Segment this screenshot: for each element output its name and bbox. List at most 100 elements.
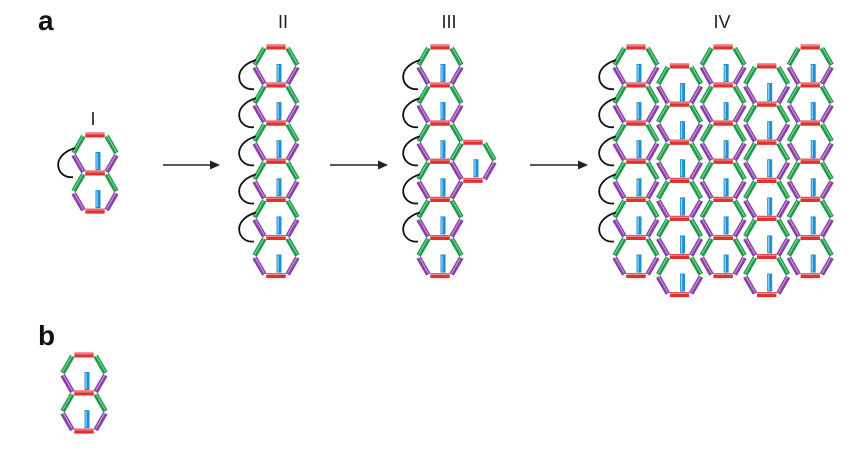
purple-edge xyxy=(60,411,75,432)
linker-loop xyxy=(402,173,421,205)
purple-edge xyxy=(252,142,267,162)
purple-edge xyxy=(252,256,267,276)
edge-highlight xyxy=(788,218,800,236)
green-edge xyxy=(252,84,267,105)
stage-label-i: I xyxy=(90,109,95,129)
green-edge xyxy=(645,46,660,67)
purple-edge xyxy=(819,142,834,162)
green-edge xyxy=(645,237,660,257)
hexagon-unit xyxy=(786,234,834,279)
green-edge xyxy=(449,123,464,143)
edge-highlight xyxy=(73,134,84,152)
edge-highlight xyxy=(690,179,702,198)
edge-highlight xyxy=(701,141,712,160)
purple-edge xyxy=(104,153,119,174)
edge-highlight xyxy=(701,256,712,274)
edge-highlight xyxy=(734,179,745,198)
purple-edge xyxy=(285,218,300,238)
green-edge xyxy=(732,199,747,219)
edge-highlight xyxy=(777,103,789,122)
edge-highlight xyxy=(451,237,462,255)
green-edge xyxy=(786,123,801,143)
green-edge xyxy=(449,142,464,162)
edge-highlight xyxy=(744,256,756,274)
green-edge xyxy=(743,103,758,124)
linker-loop xyxy=(598,97,617,129)
edge-highlight xyxy=(734,237,745,255)
assembly-stage-iii xyxy=(402,44,497,279)
hexagon-unit xyxy=(786,120,834,164)
green-edge xyxy=(776,65,791,86)
edge-highlight xyxy=(744,84,756,103)
linker-loop xyxy=(598,135,617,167)
purple-edge xyxy=(689,84,704,105)
edge-highlight xyxy=(657,237,669,255)
green-edge xyxy=(786,46,801,67)
purple-edge xyxy=(449,65,464,86)
hexagon-unit xyxy=(699,82,747,126)
edge-highlight xyxy=(62,373,73,392)
hexagon-unit xyxy=(252,158,300,202)
edge-highlight xyxy=(777,141,789,160)
green-edge xyxy=(786,237,801,257)
edge-highlight xyxy=(744,218,756,236)
purple-edge xyxy=(786,256,801,276)
edge-highlight xyxy=(657,160,669,179)
edge-highlight xyxy=(657,218,669,236)
hexagon-unit xyxy=(743,139,791,183)
green-edge xyxy=(819,237,834,257)
edge-highlight xyxy=(777,275,789,293)
edge-highlight xyxy=(647,65,658,84)
purple-edge xyxy=(699,103,714,124)
green-edge xyxy=(699,199,714,219)
edge-highlight xyxy=(734,256,745,274)
hexagon-unit xyxy=(743,177,791,221)
purple-edge xyxy=(689,275,704,295)
edge-highlight xyxy=(821,84,833,103)
edge-highlight xyxy=(690,160,702,179)
purple-edge xyxy=(786,103,801,124)
purple-edge xyxy=(656,237,671,257)
purple-edge xyxy=(699,65,714,86)
edge-highlight xyxy=(734,199,745,217)
green-edge xyxy=(699,237,714,257)
edge-highlight xyxy=(254,46,265,64)
purple-edge xyxy=(252,218,267,238)
edge-highlight xyxy=(690,141,702,160)
green-edge xyxy=(699,46,714,67)
purple-edge xyxy=(776,161,791,181)
hexagon-unit xyxy=(699,196,747,240)
edge-highlight xyxy=(95,354,106,372)
edge-highlight xyxy=(777,179,789,198)
purple-edge xyxy=(252,65,267,86)
edge-highlight xyxy=(106,153,117,172)
purple-edge xyxy=(656,123,671,143)
green-edge xyxy=(449,46,464,67)
purple-edge xyxy=(819,103,834,124)
purple-edge xyxy=(612,180,627,200)
purple-edge xyxy=(285,65,300,86)
hexagon-unit xyxy=(612,234,660,279)
edge-highlight xyxy=(657,122,669,141)
edge-highlight xyxy=(744,237,756,255)
linker-loop xyxy=(402,97,421,129)
edge-highlight xyxy=(287,218,298,236)
edge-highlight xyxy=(701,65,712,84)
hexagon-unit xyxy=(656,101,704,145)
edge-highlight xyxy=(647,46,658,64)
edge-highlight xyxy=(451,179,462,198)
edge-highlight xyxy=(821,218,833,236)
edge-highlight xyxy=(451,122,462,141)
edge-highlight xyxy=(451,199,462,217)
purple-edge xyxy=(689,161,704,181)
edge-highlight xyxy=(254,84,265,103)
hexagon-unit xyxy=(252,82,300,126)
purple-edge xyxy=(71,191,86,212)
edge-highlight xyxy=(95,411,106,430)
green-edge xyxy=(819,199,834,219)
edge-highlight xyxy=(254,103,265,122)
green-edge xyxy=(656,180,671,200)
hexagon-unit xyxy=(60,352,108,396)
edge-highlight xyxy=(788,179,800,198)
edge-highlight xyxy=(788,65,800,84)
